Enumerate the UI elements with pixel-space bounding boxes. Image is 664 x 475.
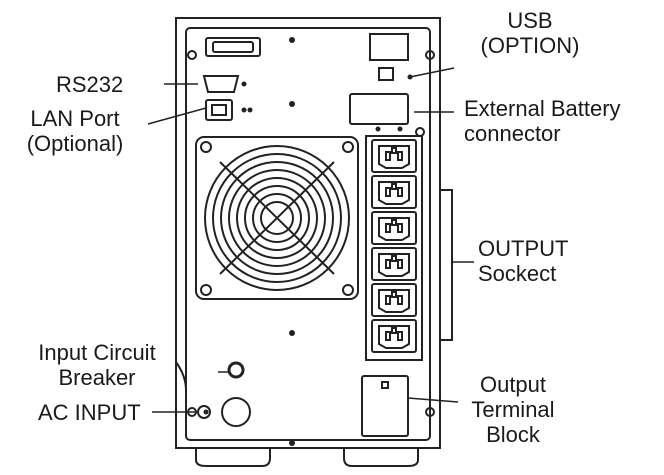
output-terminal-label-line3: Block — [486, 422, 540, 447]
input-circuit-breaker — [227, 361, 245, 379]
output-socket-strip — [365, 135, 423, 361]
output-terminal-label: Output Terminal Block — [456, 372, 570, 447]
callout-lines — [147, 67, 474, 413]
output-socket — [371, 211, 417, 245]
usb-port — [378, 67, 394, 81]
output-socket — [371, 139, 417, 173]
foot-left — [195, 448, 271, 467]
ups-back-panel — [185, 27, 431, 441]
usb-label-line2: (OPTION) — [480, 33, 580, 58]
input-breaker-label: Input Circuit Breaker — [4, 340, 190, 390]
panel-dots — [203, 37, 425, 446]
output-socket-label-line1: OUTPUT — [478, 236, 569, 261]
output-socket — [371, 319, 417, 353]
fan-screw-bl — [200, 284, 212, 296]
ups-chassis-outline — [175, 17, 441, 449]
external-battery-label: External Battery connector — [464, 96, 621, 146]
output-terminal-block — [361, 375, 409, 437]
top-db-port — [205, 37, 261, 57]
screw-bottom-right — [425, 407, 435, 417]
output-socket — [371, 247, 417, 281]
fan-screw-tl — [200, 141, 212, 153]
usb-label: USB (OPTION) — [474, 8, 586, 58]
usb-label-line1: USB — [507, 8, 553, 33]
output-terminal-label-line2: Terminal — [471, 397, 555, 422]
battery-label-line1: External Battery — [464, 96, 621, 121]
output-socket — [371, 283, 417, 317]
lan-label-line2: (Optional) — [26, 131, 124, 156]
usb-cover — [369, 33, 409, 61]
rs232-port — [202, 75, 240, 93]
battery-label-line2: connector — [464, 121, 561, 146]
lan-label-line1: LAN Port — [30, 106, 120, 131]
ac-input-socket — [221, 397, 251, 427]
input-breaker-label-line2: Breaker — [58, 365, 136, 390]
side-bracket — [440, 189, 453, 341]
rs232-label: RS232 — [56, 72, 124, 97]
lan-port — [205, 99, 233, 121]
fan-screw-tr — [342, 141, 354, 153]
screw-top-left — [187, 50, 197, 60]
foot-right — [343, 448, 419, 467]
fan-frame — [195, 136, 359, 300]
ac-input-label: AC INPUT — [38, 400, 141, 425]
output-socket-label-line2: Sockect — [478, 261, 557, 286]
input-breaker-label-line1: Input Circuit — [38, 340, 156, 365]
input-side-curve — [175, 361, 187, 391]
output-sockets — [371, 139, 417, 353]
output-socket-label: OUTPUT Sockect — [478, 236, 568, 286]
fan-grille — [204, 145, 350, 291]
lan-port-label: LAN Port (Optional) — [0, 106, 150, 156]
output-terminal-label-line1: Output — [479, 372, 547, 397]
external-battery-connector — [349, 93, 409, 125]
screw-top-right — [425, 50, 435, 60]
output-socket — [371, 175, 417, 209]
fan-screw-br — [342, 284, 354, 296]
